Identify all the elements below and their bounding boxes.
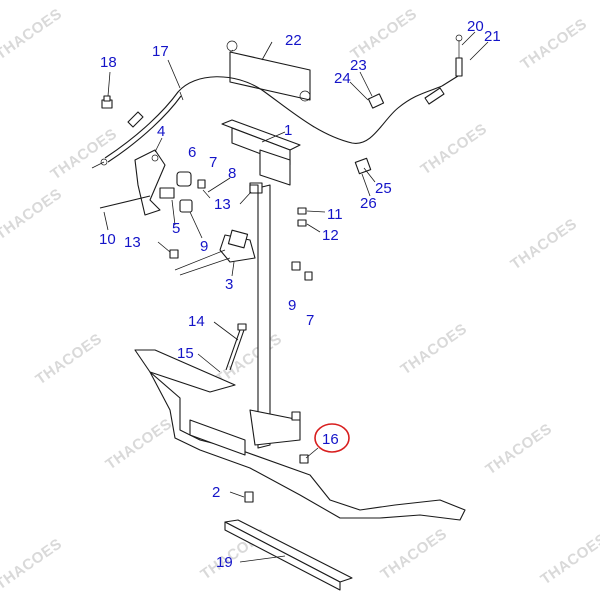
callout-label-13-top: 13 [214, 196, 231, 213]
callout-label-23: 23 [350, 57, 367, 74]
watermark: THACOES [0, 535, 65, 593]
watermark: THACOES [483, 420, 556, 478]
callout-label-20: 20 [467, 18, 484, 35]
highlight-ring [314, 423, 350, 453]
part-11-12-bolts [297, 207, 326, 233]
part-18-bolt [101, 71, 113, 109]
watermark: THACOES [103, 415, 176, 473]
callout-label-5: 5 [172, 220, 180, 237]
watermark: THACOES [538, 530, 600, 588]
callout-label-2: 2 [212, 484, 220, 501]
watermark: THACOES [378, 525, 451, 583]
callout-label-7-bottom: 7 [306, 312, 314, 329]
part-4-lever [134, 137, 166, 216]
callout-label-10: 10 [99, 231, 116, 248]
part-23-24-clip [349, 71, 385, 109]
callout-label-22: 22 [285, 32, 302, 49]
callout-label-14: 14 [188, 313, 205, 330]
callout-label-9-left: 9 [200, 238, 208, 255]
callout-label-8: 8 [228, 165, 236, 182]
callout-label-7-top: 7 [209, 154, 217, 171]
watermark: THACOES [0, 5, 65, 63]
callout-label-4: 4 [157, 123, 165, 140]
callout-label-12: 12 [322, 227, 339, 244]
part-13-bolts [157, 184, 259, 259]
callout-label-25: 25 [375, 180, 392, 197]
watermark: THACOES [418, 120, 491, 178]
part-14-long-bolt [213, 321, 247, 371]
callout-label-21: 21 [484, 28, 501, 45]
callout-label-24: 24 [334, 70, 351, 87]
callout-label-18: 18 [100, 54, 117, 71]
part-3-bracket [174, 229, 256, 277]
callout-label-19: 19 [216, 554, 233, 571]
part-17-cable [91, 59, 443, 169]
part-1-bracket [221, 119, 301, 186]
small-components [159, 171, 313, 281]
part-15-plate [134, 349, 236, 393]
watermark: THACOES [348, 5, 421, 63]
callout-label-13-left: 13 [124, 234, 141, 251]
part-10-rod [99, 195, 151, 231]
watermark: THACOES [398, 320, 471, 378]
watermark: THACOES [48, 125, 121, 183]
callout-labels: 1 2 3 4 5 6 7 7 8 9 9 10 11 12 13 13 14 … [99, 18, 501, 571]
part-22-tag-plate [226, 40, 311, 102]
watermark: THACOES [508, 215, 581, 273]
watermark: THACOES [33, 330, 106, 388]
part-20-21-cable-end [424, 31, 489, 105]
callout-label-16: 16 [322, 431, 339, 448]
callout-label-3: 3 [225, 276, 233, 293]
part-16-pedal-base [149, 371, 466, 521]
callout-label-26: 26 [360, 195, 377, 212]
part-2-bolt [229, 491, 254, 503]
part-25-26-clip [354, 157, 376, 197]
callout-label-1: 1 [284, 122, 292, 139]
part-19-pad [224, 519, 353, 591]
callout-label-9-right: 9 [288, 297, 296, 314]
watermark: THACOES [0, 185, 65, 243]
callout-label-15: 15 [177, 345, 194, 362]
main-column [249, 182, 271, 449]
callout-label-6: 6 [188, 144, 196, 161]
callout-label-11: 11 [327, 206, 343, 223]
callout-label-17: 17 [152, 43, 169, 60]
watermark: THACOES [518, 15, 591, 73]
